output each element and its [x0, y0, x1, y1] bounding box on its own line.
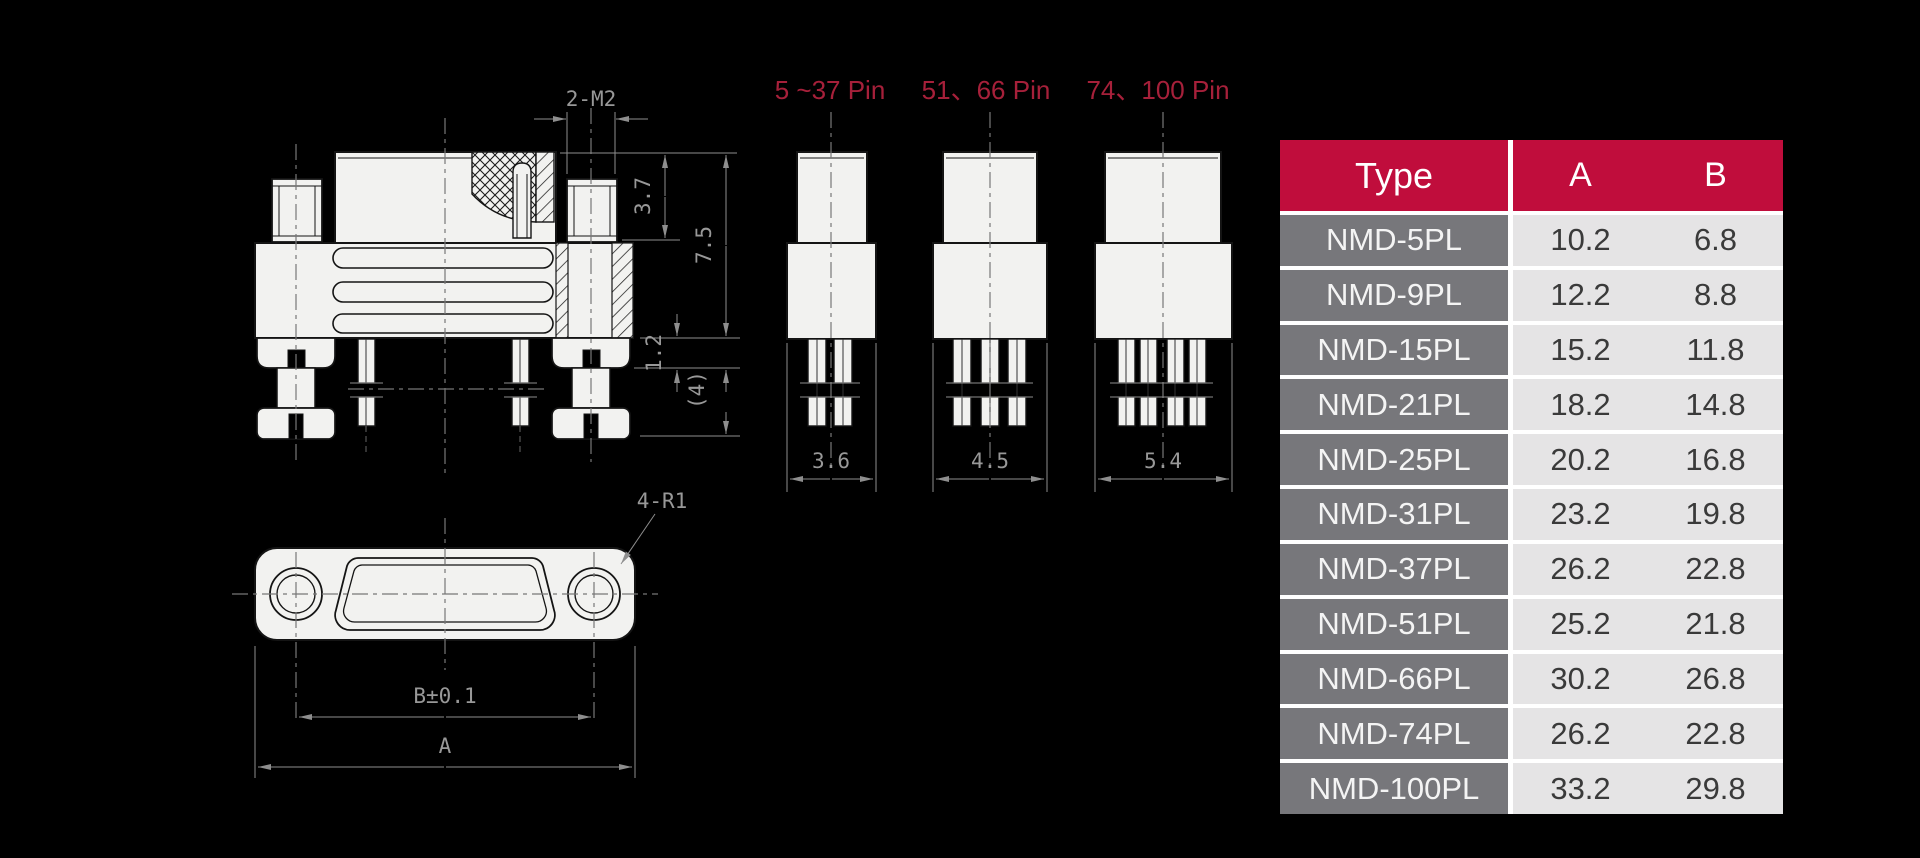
type-cell: NMD-74PL [1280, 708, 1508, 760]
variant-medium [932, 151, 1048, 427]
value-b: 22.8 [1685, 551, 1746, 587]
connector-body [254, 242, 634, 339]
value-cell: 26.2 22.8 [1513, 708, 1783, 760]
value-a: 26.2 [1550, 715, 1611, 751]
value-cell: 30.2 26.8 [1513, 653, 1783, 705]
type-cell: NMD-21PL [1280, 379, 1508, 431]
solder-pins [357, 338, 530, 427]
face-view-centerlines [232, 518, 658, 722]
jackscrew-left [271, 178, 323, 243]
d-slot-outer [334, 557, 556, 631]
table-row: NMD-5PL 10.2 6.8 [1280, 215, 1783, 266]
value-b: 16.8 [1685, 441, 1746, 477]
value-a: 18.2 [1550, 386, 1611, 422]
value-a: 33.2 [1550, 770, 1611, 806]
value-cell: 23.2 19.8 [1513, 489, 1783, 540]
value-a: 10.2 [1550, 222, 1611, 258]
type-cell: NMD-51PL [1280, 598, 1508, 650]
dim-pitch-small: 3.6 [812, 449, 850, 473]
type-cell: NMD-66PL [1280, 653, 1508, 705]
value-b: 19.8 [1685, 496, 1746, 532]
d-slot-inner [342, 564, 548, 623]
type-cell: NMD-31PL [1280, 489, 1508, 540]
table-row: NMD-15PL 15.2 11.8 [1280, 324, 1783, 376]
table-row: NMD-31PL 23.2 19.8 [1280, 489, 1783, 540]
value-b: 26.8 [1685, 660, 1746, 696]
header-a: A [1569, 156, 1592, 194]
header-values: A B [1513, 140, 1783, 211]
value-a: 12.2 [1550, 277, 1611, 313]
table-row: NMD-25PL 20.2 16.8 [1280, 434, 1783, 486]
dim-pin-length: (4) [685, 371, 709, 409]
spec-table: Type A B NMD-5PL 10.2 6.8 NMD-9PL 12.2 8… [1280, 140, 1783, 814]
pin-label-medium: 51、66 Pin [921, 75, 1051, 105]
type-cell: NMD-25PL [1280, 434, 1508, 486]
table-row: NMD-37PL 26.2 22.8 [1280, 543, 1783, 595]
value-b: 21.8 [1685, 606, 1746, 642]
dim-flange-height: 1.2 [642, 334, 666, 372]
variant-dimensions [786, 343, 1233, 492]
value-a: 15.2 [1550, 332, 1611, 368]
value-cell: 18.2 14.8 [1513, 379, 1783, 431]
value-b: 14.8 [1685, 386, 1746, 422]
value-cell: 26.2 22.8 [1513, 543, 1783, 595]
value-cell: 20.2 16.8 [1513, 434, 1783, 486]
type-cell: NMD-100PL [1280, 763, 1508, 814]
type-cell: NMD-5PL [1280, 215, 1508, 266]
value-b: 11.8 [1686, 332, 1745, 368]
table-header-row: Type A B [1280, 140, 1783, 211]
type-cell: NMD-15PL [1280, 324, 1508, 376]
type-cell: NMD-9PL [1280, 269, 1508, 321]
side-view [254, 151, 634, 440]
header-b: B [1704, 156, 1727, 194]
value-cell: 10.2 6.8 [1513, 215, 1783, 266]
dim-total-height: 7.5 [692, 226, 716, 264]
table-row: NMD-66PL 30.2 26.8 [1280, 653, 1783, 705]
side-view-centerlines [295, 108, 592, 474]
value-cell: 15.2 11.8 [1513, 324, 1783, 376]
dim-top-screws: 2-M2 [566, 87, 617, 111]
face-view-dimensions [254, 513, 656, 778]
dim-pitch-medium: 4.5 [971, 449, 1009, 473]
value-b: 6.8 [1693, 222, 1738, 258]
variant-centerlines [800, 112, 1213, 470]
value-a: 23.2 [1550, 496, 1611, 532]
header-type: Type [1280, 140, 1508, 211]
value-cell: 33.2 29.8 [1513, 763, 1783, 814]
value-b: 22.8 [1685, 715, 1746, 751]
table-row: NMD-100PL 33.2 29.8 [1280, 763, 1783, 814]
dim-pitch-large: 5.4 [1144, 449, 1182, 473]
value-b: 8.8 [1693, 277, 1738, 313]
pin-label-large: 74、100 Pin [1086, 75, 1230, 105]
table-row: NMD-51PL 25.2 21.8 [1280, 598, 1783, 650]
value-b: 29.8 [1685, 770, 1746, 806]
dim-corner-radius: 4-R1 [637, 489, 688, 513]
table-row: NMD-21PL 18.2 14.8 [1280, 379, 1783, 431]
type-cell: NMD-37PL [1280, 543, 1508, 595]
value-a: 20.2 [1550, 441, 1611, 477]
side-view-dimensions [534, 112, 740, 437]
table-row: NMD-74PL 26.2 22.8 [1280, 708, 1783, 760]
dim-overall-width: A [439, 734, 452, 758]
dim-hole-pitch: B±0.1 [413, 684, 476, 708]
value-cell: 25.2 21.8 [1513, 598, 1783, 650]
jackscrew-right [566, 178, 618, 243]
value-a: 30.2 [1550, 660, 1611, 696]
m2-hole [512, 162, 532, 239]
table-row: NMD-9PL 12.2 8.8 [1280, 269, 1783, 321]
hatch-area [535, 151, 555, 223]
value-a: 25.2 [1550, 606, 1611, 642]
dim-cap-height: 3.7 [631, 177, 655, 215]
pin-label-small: 5 ~37 Pin [774, 75, 886, 105]
value-cell: 12.2 8.8 [1513, 269, 1783, 321]
value-a: 26.2 [1550, 551, 1611, 587]
